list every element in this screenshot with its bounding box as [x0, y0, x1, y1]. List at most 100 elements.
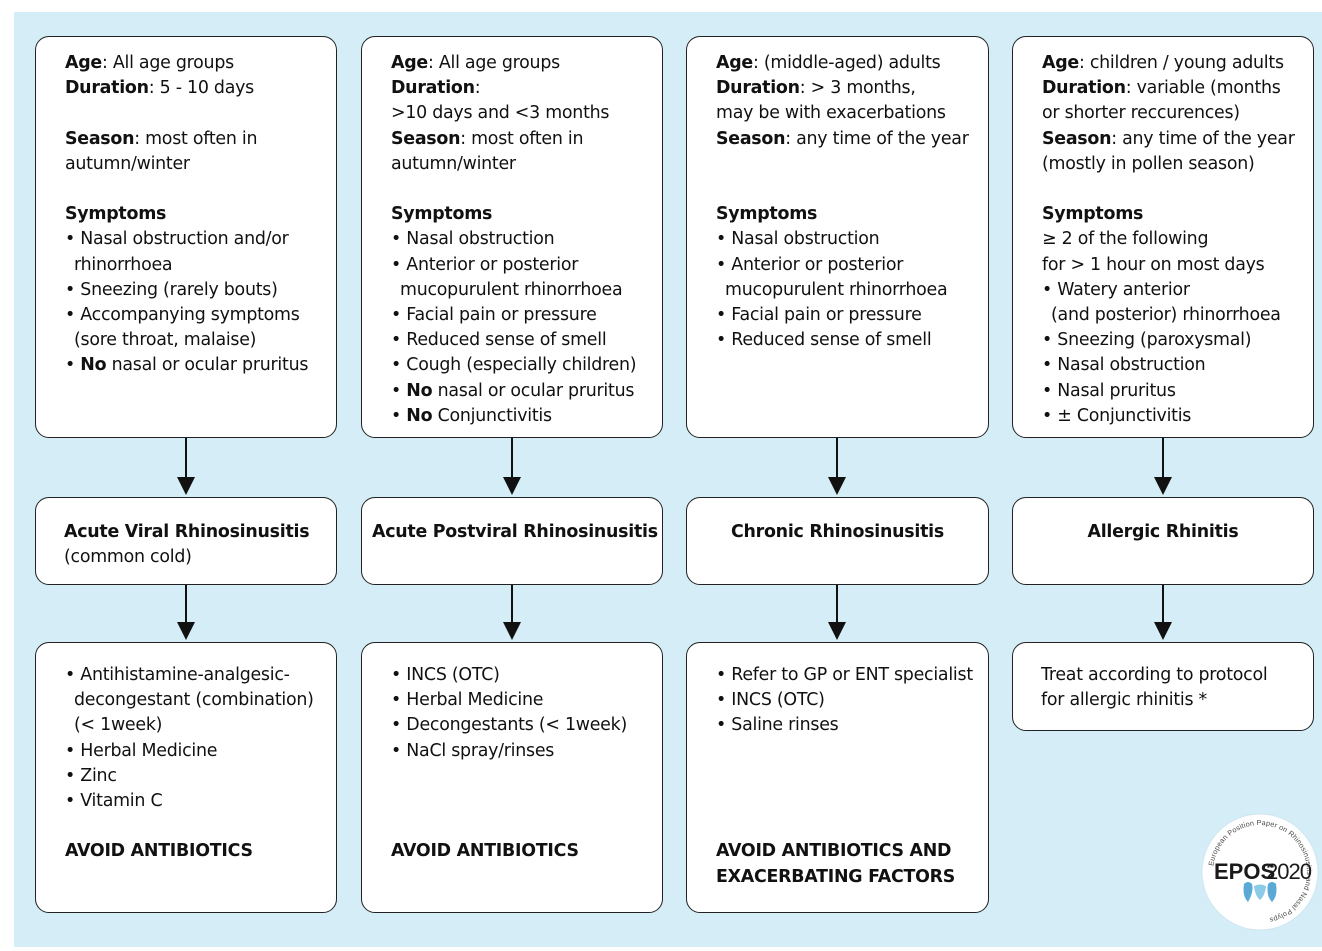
flow-arrow: [1154, 438, 1172, 495]
treatment-item-cont: decongestant (combination): [74, 690, 314, 711]
logo-sinus-shape: [1243, 882, 1277, 902]
treatment-item: NaCl spray/rinses: [391, 739, 648, 764]
flow-arrow: [177, 438, 195, 495]
symptom-text: Conjunctivitis: [437, 405, 552, 426]
treatment-item: Herbal Medicine: [65, 739, 322, 764]
symptom-item: Facial pain or pressure: [391, 303, 648, 328]
epos-2020-logo: European Position Paper on Rhinosinusiti…: [1201, 813, 1319, 931]
treatment-item: Saline rinses: [716, 713, 974, 738]
symptom-item: Anterior or posterior: [391, 253, 648, 278]
symptom-item-cont: mucopurulent rhinorrhoea: [725, 279, 948, 300]
treatment-box-chronic: Refer to GP or ENT specialist INCS (OTC)…: [686, 642, 989, 913]
age-value: : All age groups: [101, 53, 234, 73]
symptom-item-cont: rhinorrhoea: [74, 254, 173, 275]
symptom-item: Sneezing (rarely bouts): [65, 278, 322, 303]
treatment-item: Vitamin C: [65, 789, 322, 814]
diagnosis-subtitle: (common cold): [64, 547, 192, 568]
age-value: : All age groups: [427, 53, 560, 73]
flow-arrow: [828, 438, 846, 495]
treatment-text: for allergic rhinitis *: [1041, 690, 1207, 711]
symptom-item: Reduced sense of smell: [391, 328, 648, 353]
no-emphasis: No: [80, 355, 107, 376]
duration-value: : variable (months: [1125, 78, 1281, 99]
criteria-box-acute-postviral: Age: All age groups Duration: >10 days a…: [361, 36, 663, 438]
duration-label: Duration: [65, 78, 149, 99]
treatment-box-allergic: Treat according to protocol for allergic…: [1012, 642, 1314, 731]
treatment-text: Treat according to protocol: [1041, 665, 1268, 685]
diagnosis-box-chronic: Chronic Rhinosinusitis: [686, 497, 989, 585]
avoid-antibiotics-warning: AVOID ANTIBIOTICS: [65, 841, 253, 862]
logo-brand: EPOS: [1214, 859, 1275, 884]
symptom-item: No Conjunctivitis: [391, 404, 648, 429]
age-value: : (middle-aged) adults: [752, 53, 941, 73]
symptom-item: Watery anterior: [1042, 278, 1299, 303]
diagnosis-title: Acute Postviral Rhinosinusitis: [372, 522, 658, 542]
duration-value-cont: or shorter reccurences): [1042, 103, 1240, 124]
age-label: Age: [391, 53, 428, 73]
symptom-text: nasal or ocular pruritus: [437, 380, 635, 401]
avoid-antibiotics-warning: AVOID ANTIBIOTICS: [391, 841, 579, 862]
treatment-box-acute-viral: Antihistamine-analgesic- decongestant (c…: [35, 642, 337, 913]
duration-value-cont: may be with exacerbations: [716, 103, 946, 124]
symptoms-intro: ≥ 2 of the following: [1042, 229, 1209, 250]
symptom-item: Accompanying symptoms: [65, 303, 322, 328]
treatment-item: Zinc: [65, 764, 322, 789]
symptoms-heading: Symptoms: [65, 204, 167, 225]
symptom-item: ± Conjunctivitis: [1042, 404, 1299, 429]
symptom-item: Reduced sense of smell: [716, 328, 974, 353]
season-label: Season: [391, 128, 461, 149]
symptom-item: Nasal obstruction: [716, 227, 974, 252]
diagnosis-title: Acute Viral Rhinosinusitis: [64, 522, 310, 542]
diagnosis-title: Chronic Rhinosinusitis: [731, 522, 944, 542]
treatment-item: Refer to GP or ENT specialist: [716, 663, 974, 688]
treatment-box-acute-postviral: INCS (OTC) Herbal Medicine Decongestants…: [361, 642, 663, 913]
symptoms-heading: Symptoms: [716, 204, 818, 225]
criteria-box-chronic: Age: (middle-aged) adults Duration: > 3 …: [686, 36, 989, 438]
treatment-item-cont: (< 1week): [74, 715, 163, 736]
symptom-item: Cough (especially children): [391, 353, 648, 378]
duration-label: Duration: [391, 78, 475, 99]
season-label: Season: [1042, 128, 1112, 149]
age-label: Age: [716, 53, 753, 73]
symptom-text: nasal or ocular pruritus: [111, 355, 309, 376]
season-value-cont: (mostly in pollen season): [1042, 153, 1255, 174]
duration-label: Duration: [716, 78, 800, 99]
diagnosis-box-acute-viral: Acute Viral Rhinosinusitis (common cold): [35, 497, 337, 585]
season-value: : most often in: [460, 128, 584, 149]
treatment-item: Decongestants (< 1week): [391, 713, 648, 738]
symptom-item: Facial pain or pressure: [716, 303, 974, 328]
season-value-cont: autumn/winter: [65, 153, 190, 174]
season-label: Season: [65, 128, 135, 149]
symptom-item: Nasal obstruction and/or: [65, 227, 322, 252]
criteria-box-allergic: Age: children / young adults Duration: v…: [1012, 36, 1314, 438]
symptom-item-cont: (sore throat, malaise): [74, 330, 257, 351]
diagnosis-box-allergic: Allergic Rhinitis: [1012, 497, 1314, 585]
season-value-cont: autumn/winter: [391, 153, 516, 174]
flow-arrow: [177, 585, 195, 640]
symptom-item: Nasal pruritus: [1042, 379, 1299, 404]
age-value: : children / young adults: [1078, 53, 1284, 73]
symptom-item: Sneezing (paroxysmal): [1042, 328, 1299, 353]
season-label: Season: [716, 128, 786, 149]
symptom-item-cont: (and posterior) rhinorrhoea: [1051, 305, 1281, 326]
diagnosis-title: Allergic Rhinitis: [1087, 522, 1239, 542]
duration-value-cont: >10 days and <3 months: [391, 103, 610, 124]
age-label: Age: [65, 53, 102, 73]
no-emphasis: No: [406, 405, 433, 426]
symptom-item: Nasal obstruction: [391, 227, 648, 252]
symptom-item: No nasal or ocular pruritus: [65, 353, 322, 378]
flow-arrow: [1154, 585, 1172, 640]
treatment-item: Herbal Medicine: [391, 688, 648, 713]
flow-arrow: [828, 585, 846, 640]
season-value: : most often in: [134, 128, 258, 149]
no-emphasis: No: [406, 380, 433, 401]
treatment-item: INCS (OTC): [716, 688, 974, 713]
symptom-item: Anterior or posterior: [716, 253, 974, 278]
logo-year: 2020: [1266, 859, 1312, 884]
treatment-item: Antihistamine-analgesic-: [65, 663, 322, 688]
diagnosis-box-acute-postviral: Acute Postviral Rhinosinusitis: [361, 497, 663, 585]
season-value: : any time of the year: [785, 128, 969, 149]
criteria-box-acute-viral: Age: All age groups Duration: 5 - 10 day…: [35, 36, 337, 438]
symptom-item: No nasal or ocular pruritus: [391, 379, 648, 404]
duration-value: : 5 - 10 days: [148, 78, 255, 99]
